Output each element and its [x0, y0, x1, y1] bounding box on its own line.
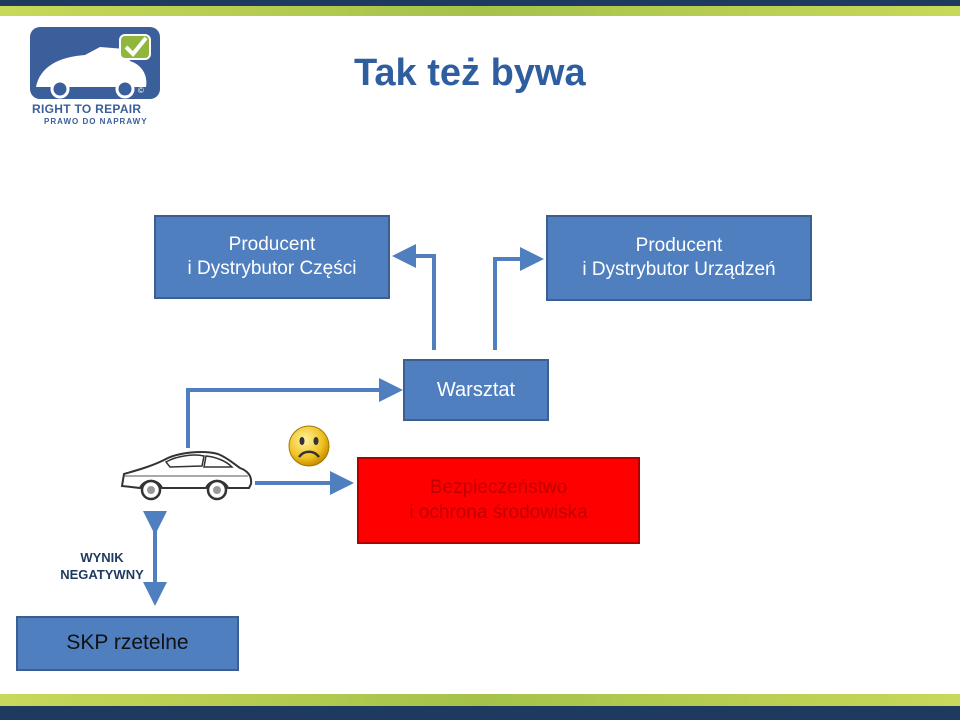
- node-producent-urzadzen: Producent i Dystrybutor Urządzeń: [546, 215, 812, 301]
- header-stripe-navy: [0, 0, 960, 6]
- logo-line1: RIGHT TO REPAIR: [32, 102, 142, 116]
- footer-stripe-navy: [0, 706, 960, 720]
- footer-stripe-green: [0, 694, 960, 706]
- car-check-logo-icon: ©: [30, 27, 160, 99]
- node-bezpieczenstwo: Bezpieczeństwo i ochrona środowiska: [357, 457, 640, 544]
- header-stripe-green: [0, 6, 960, 16]
- logo-line2: PRAWO DO NAPRAWY: [44, 117, 148, 126]
- node-warsztat: Warsztat: [403, 359, 549, 421]
- car-icon: [120, 451, 253, 501]
- node-producent-czesci: Producent i Dystrybutor Części: [154, 215, 390, 299]
- wynik-negatywny-label: WYNIK NEGATYWNY: [60, 550, 144, 582]
- logo-copyright-mark: ©: [138, 86, 144, 95]
- page-title: Tak też bywa: [354, 52, 586, 94]
- node-skp-rzetelne: SKP rzetelne: [16, 616, 239, 671]
- arrow-car-to-warsztat: [186, 378, 403, 448]
- sad-face-icon: [288, 425, 330, 467]
- arrow-warsztat-to-czesci: [392, 244, 436, 350]
- arrow-warsztat-to-urzadzen: [493, 247, 544, 350]
